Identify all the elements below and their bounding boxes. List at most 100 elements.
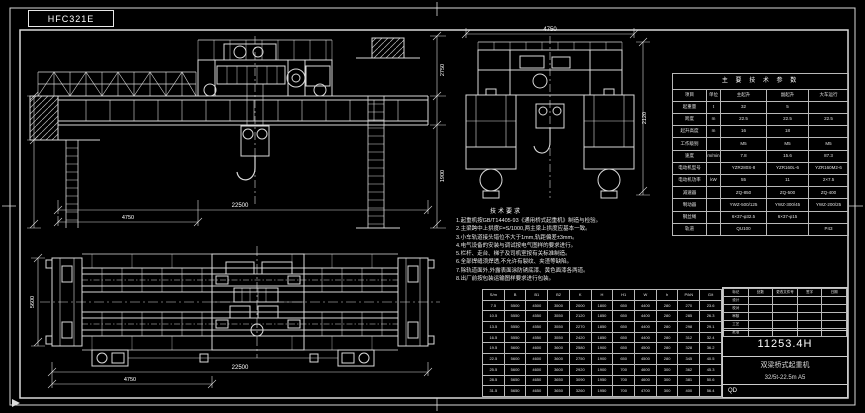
table-cell: 项目 [672,88,707,102]
table-cell: 700 [612,374,636,387]
elevation-dimensions [27,31,446,229]
table-cell: 3600 [547,363,570,376]
table-cell: 3550 [547,331,570,344]
sheet-corner-mark [12,399,20,407]
table-cell: 650 [612,331,636,344]
table-cell: 起升高度 [672,125,707,139]
trolley-elevation [197,39,333,97]
table-cell: 6×37-φ15 [766,210,809,224]
table-cell: 2420 [568,331,592,344]
table-cell: 4600 [525,353,549,365]
table-cell [796,312,823,321]
table-cell: 19.5 [482,342,505,355]
table-cell [772,312,798,321]
table-cell: 3600 [547,353,570,365]
table-cell: 650 [612,342,636,355]
table-cell: QU100 [720,222,767,237]
table-cell [772,304,798,313]
table-cell: 大车运行 [807,88,850,102]
table-cell: 362 [677,363,701,376]
table-cell: 650 [612,310,636,323]
table-cell: m [706,125,721,139]
table-cell: 1900 [590,342,614,355]
table-cell: 381 [677,374,701,387]
note-line: 1.起重机按GB/T14405-93《通用桥式起重机》制造与检验。 [456,218,602,224]
table-cell: 3260 [568,385,592,397]
table-cell: 280 [655,299,679,312]
table-cell: 6×37-φ32.5 [720,210,767,224]
table-cell: 4500 [634,353,657,365]
table-cell: 280 [655,342,679,355]
table-cell: 1850 [590,310,614,323]
plan-dimensions [31,253,433,389]
drawing-code-label: HFC321E [28,10,114,27]
table-cell: 5550 [503,331,527,344]
table-cell: 3600 [547,342,570,355]
table-cell: 2270 [568,321,592,333]
title-block: 标记处数更改文件号签字日期设计校对审核工艺批准 11253.4H 双梁桥式起重机… [722,287,848,398]
table-cell: 1800 [590,299,614,312]
table-cell [772,320,798,329]
table-cell: 328 [677,342,701,355]
table-cell [706,210,721,224]
table-cell: 3500 [547,299,570,312]
table-cell: B2 [547,289,570,301]
table-title: 主 要 技 术 参 数 [671,73,850,90]
table-cell: 13.5 [482,321,505,333]
table-cell: 280 [655,331,679,344]
table-cell: H1 [612,289,636,301]
table-cell: 22.5 [807,112,850,127]
table-cell: 50.6 [699,374,722,387]
drawing-number: 11253.4H [723,330,847,356]
table-cell: 22.5 [482,353,505,365]
table-cell: 2580 [568,342,592,355]
table-cell: YWZ-200/25 [807,198,850,212]
building-wall-hatch [29,95,59,141]
table-cell: G/t [699,289,722,301]
table-cell: 55 [720,173,767,188]
table-cell: 650 [612,299,636,312]
table-cell: 5550 [503,310,527,323]
table-cell: 285 [677,310,701,323]
table-cell: 400 [677,385,701,397]
table-cell: 3090 [568,374,592,387]
table-cell: 10.5 [482,310,505,323]
table-cell: 23.6 [699,299,722,312]
table-cell: 312 [677,331,701,344]
table-cell: t [706,100,721,114]
note-line: 4.电气设备的安装与调试按电气图样的要求进行。 [456,242,577,249]
table-cell: 设计 [723,296,749,305]
table-cell: 3650 [547,385,570,397]
table-cell: 4650 [525,385,549,397]
company-code: QD [728,388,737,394]
table-cell: S/m [482,289,505,301]
building-bracket-hatch [371,37,405,59]
table-cell: 36.2 [699,342,722,355]
table-cell: 280 [655,321,679,333]
table-cell: 1950 [590,385,614,397]
table-cell: B1 [525,289,549,301]
end-truck-right [397,257,435,347]
table-cell: 处数 [747,288,774,297]
table-cell: 1950 [590,374,614,387]
table-cell: 5650 [503,374,527,387]
table-cell: 电动机型号 [672,161,707,175]
bridge-drive-mechanism [91,349,375,367]
table-cell: 300 [655,374,679,387]
table-cell: m/min [706,149,721,163]
table-cell: 副起升 [766,88,809,102]
table-cell: 4600 [525,363,549,376]
table-cell: 3550 [547,310,570,323]
table-cell: 4400 [634,331,657,344]
table-cell: 5650 [503,385,527,397]
table-cell: 56.4 [699,385,722,397]
table-cell: 4400 [634,321,657,333]
table-cell [747,312,774,321]
technical-notes: 技术要求 1.起重机按GB/T14405-93《通用桥式起重机》制造与检验。2.… [456,208,656,286]
table-cell [796,320,823,329]
table-cell: 轨道 [672,222,707,237]
table-cell: 工艺 [723,320,749,329]
table-cell: 制动器 [672,198,707,212]
